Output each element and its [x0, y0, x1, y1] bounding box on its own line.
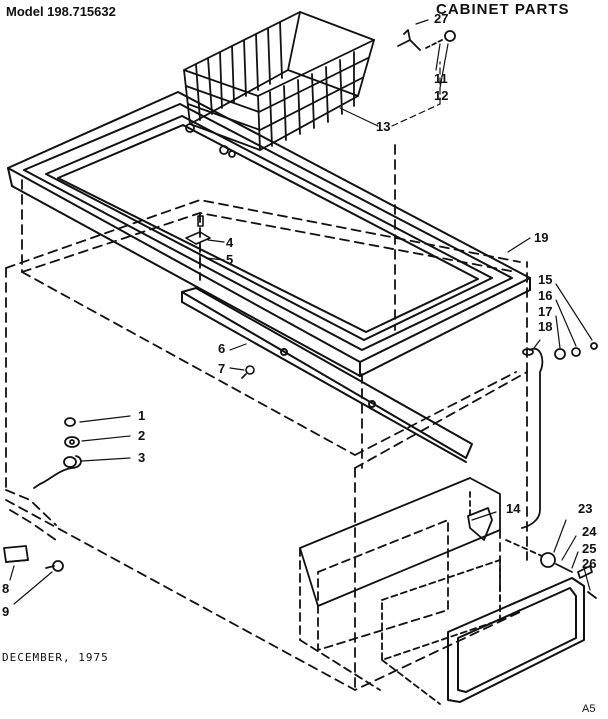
callout-11: 11 [434, 71, 448, 86]
callout-15: 15 [538, 272, 553, 287]
diagram-title: CABINET PARTS [436, 1, 570, 18]
callout-25: 25 [582, 541, 597, 556]
basket-hanger [397, 29, 456, 51]
callout-8: 8 [2, 581, 10, 596]
callout-26: 26 [582, 556, 597, 571]
callout-14: 14 [506, 501, 521, 516]
callout-6: 6 [218, 341, 226, 356]
revision-date: DECEMBER, 1975 [2, 651, 109, 664]
callout-19: 19 [534, 230, 549, 245]
callout-4: 4 [226, 235, 234, 250]
drain-parts [3, 545, 64, 572]
callout-18: 18 [538, 319, 553, 334]
callout-27: 27 [434, 11, 449, 26]
callout-5: 5 [226, 252, 234, 267]
divider-rail [181, 287, 473, 463]
callout-16: 16 [538, 288, 553, 303]
callout-13: 13 [376, 119, 391, 134]
callout-2: 2 [138, 428, 146, 443]
page-code: A5 [582, 703, 596, 715]
callout-7: 7 [218, 361, 226, 376]
model-number: Model 198.715632 [6, 4, 116, 19]
screw-7 [241, 365, 255, 379]
screw-and-clip [185, 215, 211, 269]
floor-corner [5, 489, 57, 541]
cord-parts [33, 417, 82, 489]
callout-12: 12 [434, 88, 449, 103]
wire-basket [183, 11, 375, 158]
cabinet-outline [5, 144, 528, 691]
drawer-hardware [505, 539, 597, 599]
drawer-front [447, 577, 585, 703]
callout-3: 3 [138, 450, 146, 465]
callout-9: 9 [2, 604, 10, 619]
front-panel-area [299, 477, 521, 705]
hinge-hardware [554, 342, 598, 360]
lid-gasket-frame [7, 91, 531, 377]
callout-1: 1 [138, 408, 146, 423]
callout-17: 17 [538, 304, 553, 319]
callout-24: 24 [582, 524, 597, 539]
hinge-bracket [467, 347, 544, 541]
callout-23: 23 [578, 501, 593, 516]
